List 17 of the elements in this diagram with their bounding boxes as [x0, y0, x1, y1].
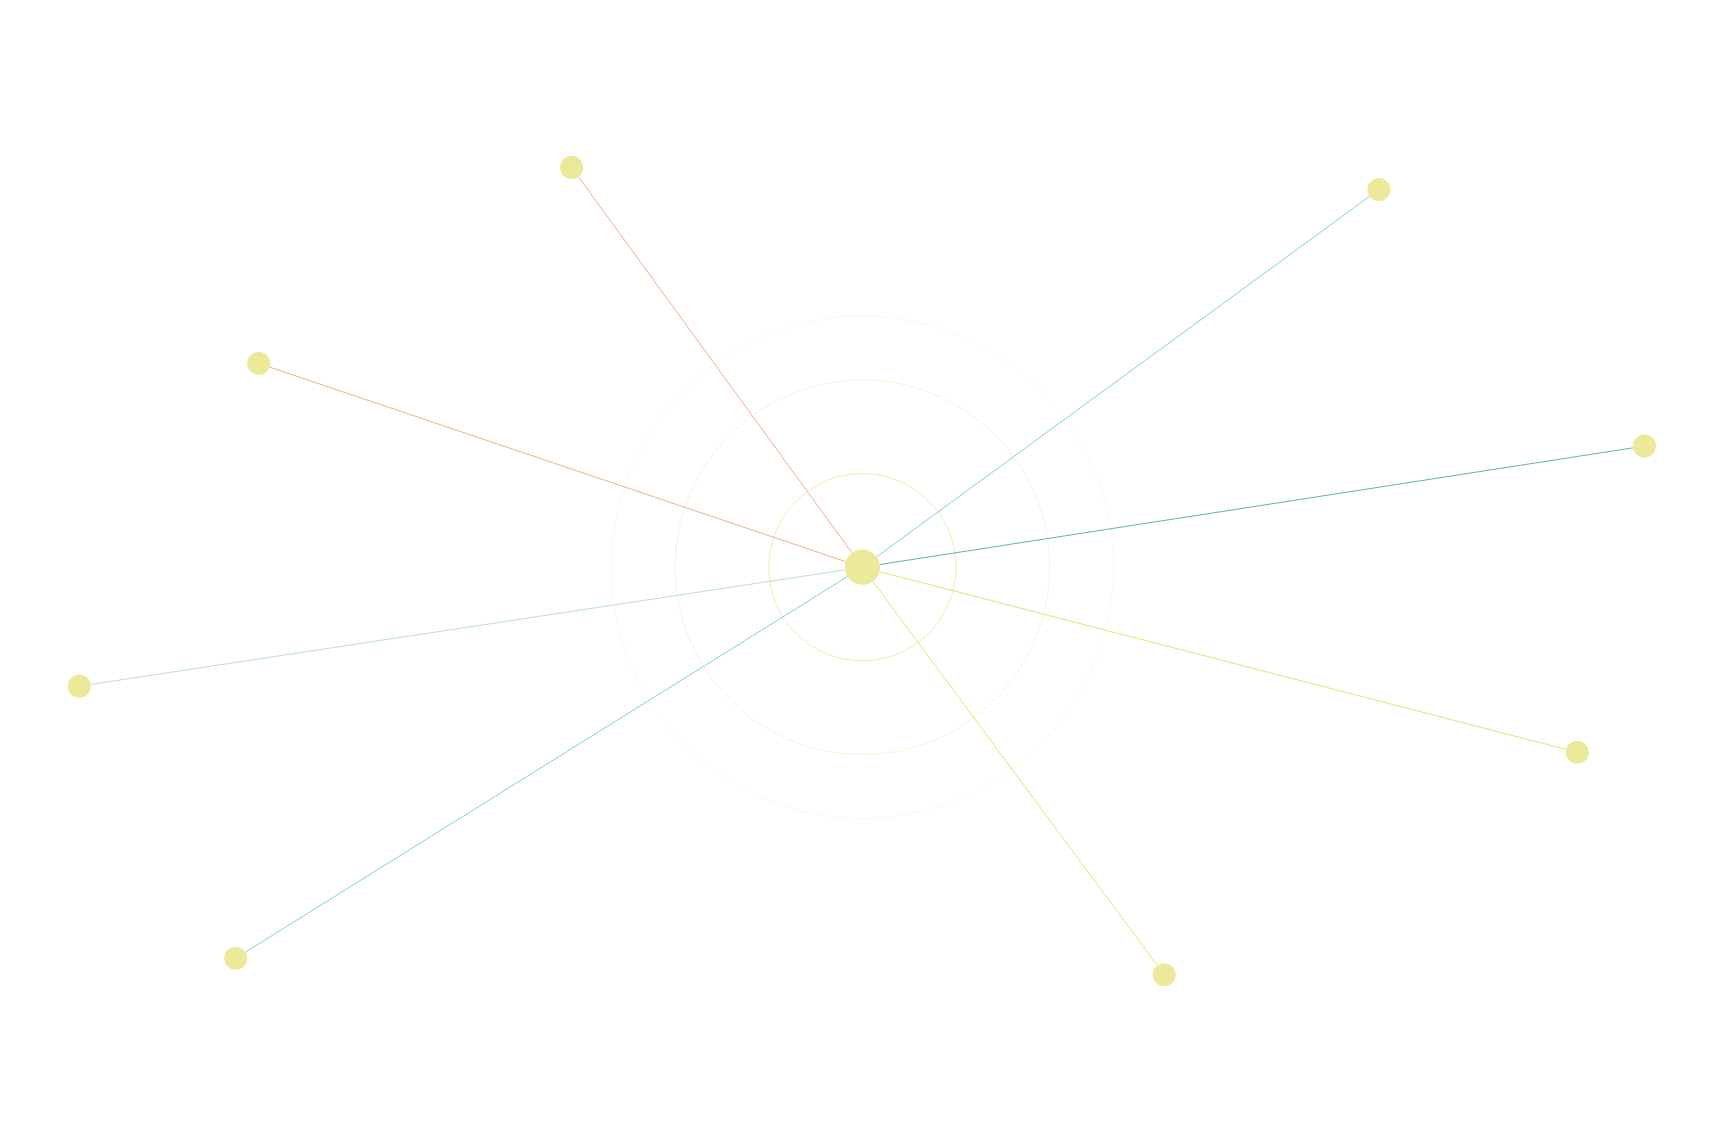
dot — [1632, 434, 1656, 458]
connector-line — [578, 176, 853, 554]
dot — [560, 155, 584, 179]
dot — [247, 351, 271, 376]
dot — [67, 674, 91, 698]
connector-line — [90, 569, 846, 685]
connector-line — [876, 196, 1370, 558]
dot — [1565, 740, 1589, 764]
connector-line — [879, 447, 1634, 565]
connector-line — [269, 366, 846, 562]
dot — [1367, 177, 1391, 201]
connector-line — [245, 576, 848, 953]
connector-line — [879, 571, 1567, 750]
dot — [224, 946, 248, 970]
dot — [844, 549, 881, 585]
dot — [1152, 963, 1176, 987]
connector-line — [872, 581, 1158, 966]
